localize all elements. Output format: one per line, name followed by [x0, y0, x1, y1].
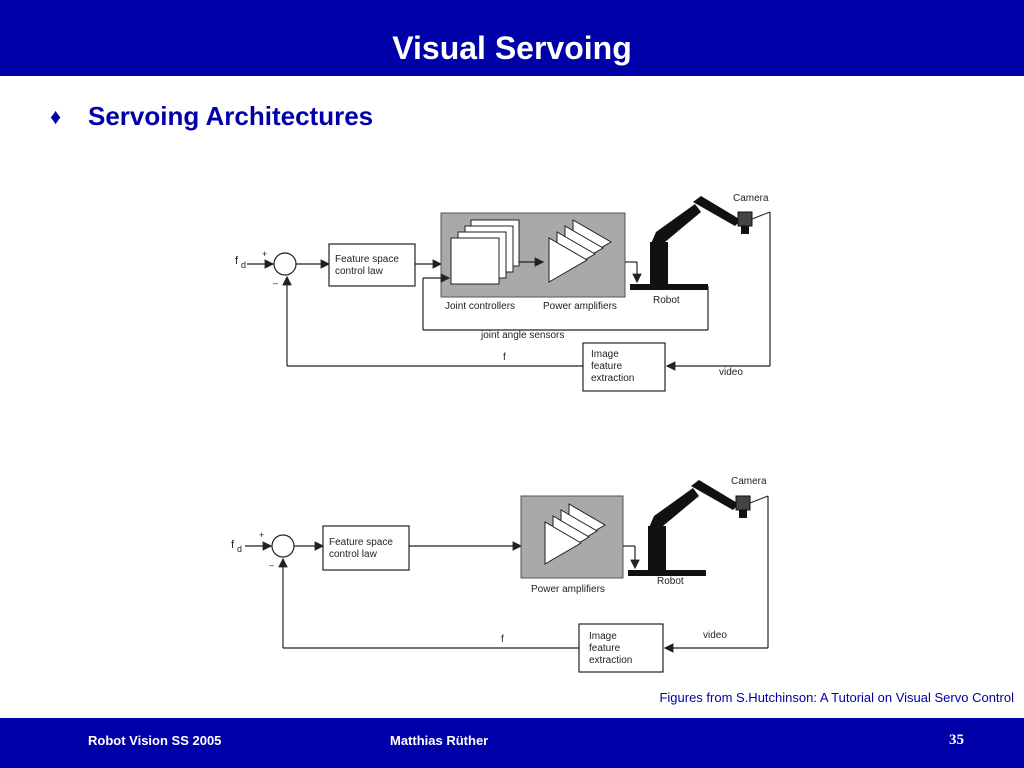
architecture-diagrams: f d + – Feature space control law Joint … [231, 193, 771, 673]
top-fd-label: f [235, 255, 239, 267]
bottom-camera-icon [735, 495, 751, 518]
bottom-summing-junction [271, 534, 295, 558]
slide-title: Visual Servoing [392, 30, 632, 66]
header-bar: Visual Servoing [0, 0, 1024, 76]
top-joint-angle-sensors-label: joint angle sensors [480, 330, 564, 341]
svg-text:Feature space: Feature space [335, 254, 399, 265]
svg-text:extraction: extraction [591, 373, 634, 384]
svg-text:control law: control law [329, 549, 378, 560]
top-image-feature-extraction-box [582, 342, 666, 392]
top-power-amplifier-icon [548, 237, 588, 283]
top-summing-junction [273, 252, 297, 276]
top-feedback-f-label: f [503, 352, 506, 363]
svg-text:Image: Image [591, 349, 619, 360]
top-fd-subscript: d [241, 260, 246, 270]
svg-text:feature: feature [591, 361, 623, 372]
top-robot-arm-icon [630, 196, 741, 290]
bottom-robot-arm-icon [628, 480, 739, 576]
top-camera-icon [737, 211, 753, 234]
top-robot-label: Robot [653, 295, 680, 306]
top-diagram: f d + – Feature space control law Joint … [235, 193, 771, 392]
bottom-control-law-box [322, 525, 410, 571]
svg-text:+: + [262, 249, 267, 259]
diamond-bullet-icon: ♦ [50, 104, 62, 129]
top-power-amplifiers-label: Power amplifiers [543, 301, 617, 312]
bottom-diagram: f d + – Feature space control law Power … [231, 476, 769, 673]
svg-text:–: – [269, 560, 274, 570]
bottom-power-amplifier-icon [544, 521, 582, 565]
svg-text:extraction: extraction [589, 655, 632, 666]
top-camera-label: Camera [733, 193, 769, 204]
bottom-video-label: video [703, 630, 727, 641]
svg-text:feature: feature [589, 643, 621, 654]
bottom-fd-subscript: d [237, 544, 242, 554]
footer-author: Matthias Rüther [390, 733, 489, 748]
svg-text:Image: Image [589, 631, 617, 642]
footer-bar: Robot Vision SS 2005 Matthias Rüther 35 [0, 718, 1024, 768]
svg-text:–: – [273, 278, 278, 288]
figure-caption: Figures from S.Hutchinson: A Tutorial on… [659, 690, 1014, 705]
svg-text:control law: control law [335, 266, 384, 277]
bottom-power-amplifiers-label: Power amplifiers [531, 584, 605, 595]
section-heading: Servoing Architectures [88, 101, 374, 131]
bottom-camera-label: Camera [731, 476, 767, 487]
top-joint-controllers-label: Joint controllers [445, 301, 515, 312]
top-video-label: video [719, 367, 743, 378]
bottom-fd-label: f [231, 539, 235, 551]
bottom-feedback-f-label: f [501, 634, 504, 645]
top-joint-controllers-box [450, 237, 500, 285]
svg-text:Feature space: Feature space [329, 537, 393, 548]
bottom-robot-label: Robot [657, 576, 684, 587]
page-number: 35 [949, 732, 964, 748]
bottom-image-feature-extraction-box [578, 623, 664, 673]
svg-text:+: + [259, 530, 264, 540]
footer-course: Robot Vision SS 2005 [88, 733, 222, 748]
top-control-law-box [328, 243, 416, 287]
